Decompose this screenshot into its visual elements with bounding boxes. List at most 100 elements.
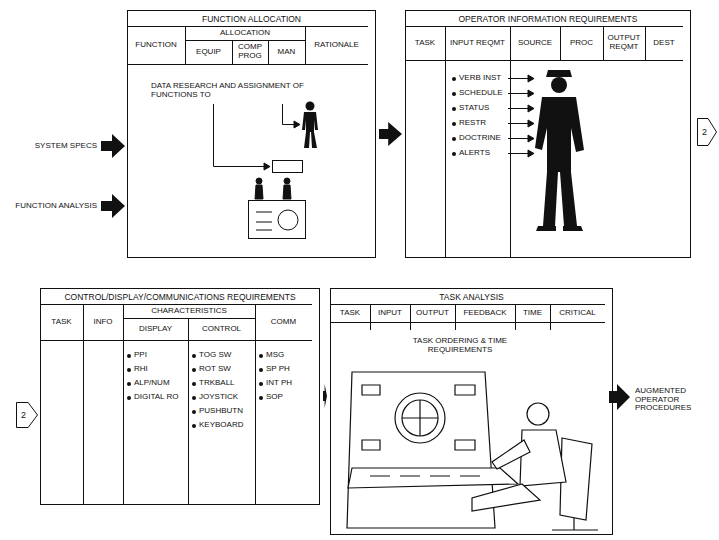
bullet-dot [452, 77, 456, 81]
head [527, 403, 549, 425]
bullet-dot [259, 382, 263, 386]
bullet-item: PUSHBUTN [198, 406, 244, 417]
grid-line [40, 304, 312, 505]
arrow-shape [698, 119, 717, 146]
bullet-item: TOG SW [198, 350, 232, 361]
bullet-dot [259, 354, 263, 358]
bullet-item: ROT SW [198, 364, 232, 375]
grid-line [330, 304, 605, 330]
arm [492, 440, 530, 469]
bullet-item: TRKBALL [198, 378, 236, 389]
body [283, 185, 291, 199]
info-arrow [508, 79, 528, 154]
flow-arrow [323, 384, 327, 408]
bullet-item: DOCTRINE [458, 133, 502, 144]
bullet-dot [192, 368, 196, 372]
table-cell: SYSTEM SPECS [8, 139, 98, 153]
head [284, 178, 290, 184]
panel-title: FUNCTION ALLOCATION [128, 11, 375, 27]
bullet-dot [127, 354, 131, 358]
bullet-item: RESTR [458, 118, 487, 129]
console-operator [347, 372, 598, 530]
table-cell: AUGMENTED OPERATOR PROCEDURES [634, 382, 714, 418]
equipment-console [249, 178, 306, 239]
bullet-item: INT PH [265, 378, 293, 389]
body [255, 185, 263, 199]
head [306, 102, 315, 111]
table-cell: FUNCTION [127, 26, 185, 64]
bullet-item: JOYSTICK [198, 392, 239, 403]
bullet-dot [452, 152, 456, 156]
table-cell: FEEDBACK [455, 304, 515, 322]
bullet-dot [192, 382, 196, 386]
arrow-shape [17, 403, 38, 428]
table-cell: TASK [330, 304, 370, 322]
table-cell: DISPLAY [123, 318, 188, 340]
table-cell: MAN [268, 40, 305, 64]
table-cell: CRITICAL [550, 304, 605, 322]
bullet-dot [259, 368, 263, 372]
bullet-dot [127, 368, 131, 372]
table-cell: COMP PROG [232, 40, 268, 64]
panel-title: CONTROL/DISPLAY/COMMUNICATIONS REQUIREME… [41, 289, 319, 305]
table-cell: FUNCTION ANALYSIS [3, 199, 98, 213]
form-panel: TASK ANALYSIS [330, 288, 613, 535]
bullet-item: SCHEDULE [458, 88, 504, 99]
legs [304, 132, 317, 148]
bullet-dot [192, 354, 196, 358]
bullet-item: KEYBOARD [198, 420, 244, 431]
leader-line [283, 104, 295, 125]
allocation-leaders [214, 104, 303, 173]
table-cell: COMM [255, 304, 312, 340]
screen [278, 210, 298, 230]
screen-inner [402, 400, 438, 436]
panel-title: OPERATOR INFORMATION REQUIREMENTS [406, 11, 690, 27]
bullet-dot [452, 137, 456, 141]
bullet-item: RHI [133, 364, 149, 375]
table-cell: CHARACTERISTICS [123, 304, 255, 318]
table-cell: ALLOCATION [185, 26, 305, 40]
table-cell: PROC [560, 26, 603, 60]
keyboard-shelf [348, 468, 518, 488]
torso [535, 97, 584, 172]
table-cell: RATIONALE [305, 26, 368, 64]
table-cell: DATA RESEARCH AND ASSIGNMENT OF FUNCTION… [150, 80, 310, 102]
table-cell: INPUT [370, 304, 410, 322]
form-panel: OPERATOR INFORMATION REQUIREMENTS [405, 10, 691, 258]
info-arrows [508, 75, 534, 157]
table-cell: OUTPUT [410, 304, 455, 322]
bullet-dot [127, 382, 131, 386]
table-cell: SOURCE [510, 26, 560, 60]
table-cell: TASK [40, 304, 83, 340]
table-cell: TASK ORDERING & TIME REQUIREMENTS [400, 334, 520, 358]
bullet-dot [127, 396, 131, 400]
body [302, 112, 318, 132]
console [249, 201, 306, 239]
bullet-dot [452, 107, 456, 111]
arrow-outline [16, 402, 38, 428]
legs [543, 172, 577, 226]
panel-buttons [362, 385, 475, 450]
table-cell: TIME [515, 304, 550, 322]
table-cell: TASK [405, 26, 445, 60]
bullet-dot [452, 92, 456, 96]
arrowhead [294, 121, 300, 128]
grid-line [405, 26, 683, 258]
bullet-dot [192, 396, 196, 400]
bullet-item: STATUS [458, 103, 490, 114]
bullet-item: ALP/NUM [133, 378, 171, 389]
connector-number: 2 [16, 411, 26, 420]
table-cell: INPUT REQMT [445, 26, 510, 60]
bullet-item: VERB INST [458, 73, 502, 84]
connector-number: 2 [697, 128, 707, 137]
panel-title: TASK ANALYSIS [331, 289, 612, 305]
display-box [273, 161, 303, 173]
operator-figure [535, 70, 584, 231]
flow-arrow [379, 122, 402, 146]
bullet-item: MSG [265, 350, 285, 361]
bullet-item: SP PH [265, 364, 291, 375]
bullet-dot [259, 396, 263, 400]
